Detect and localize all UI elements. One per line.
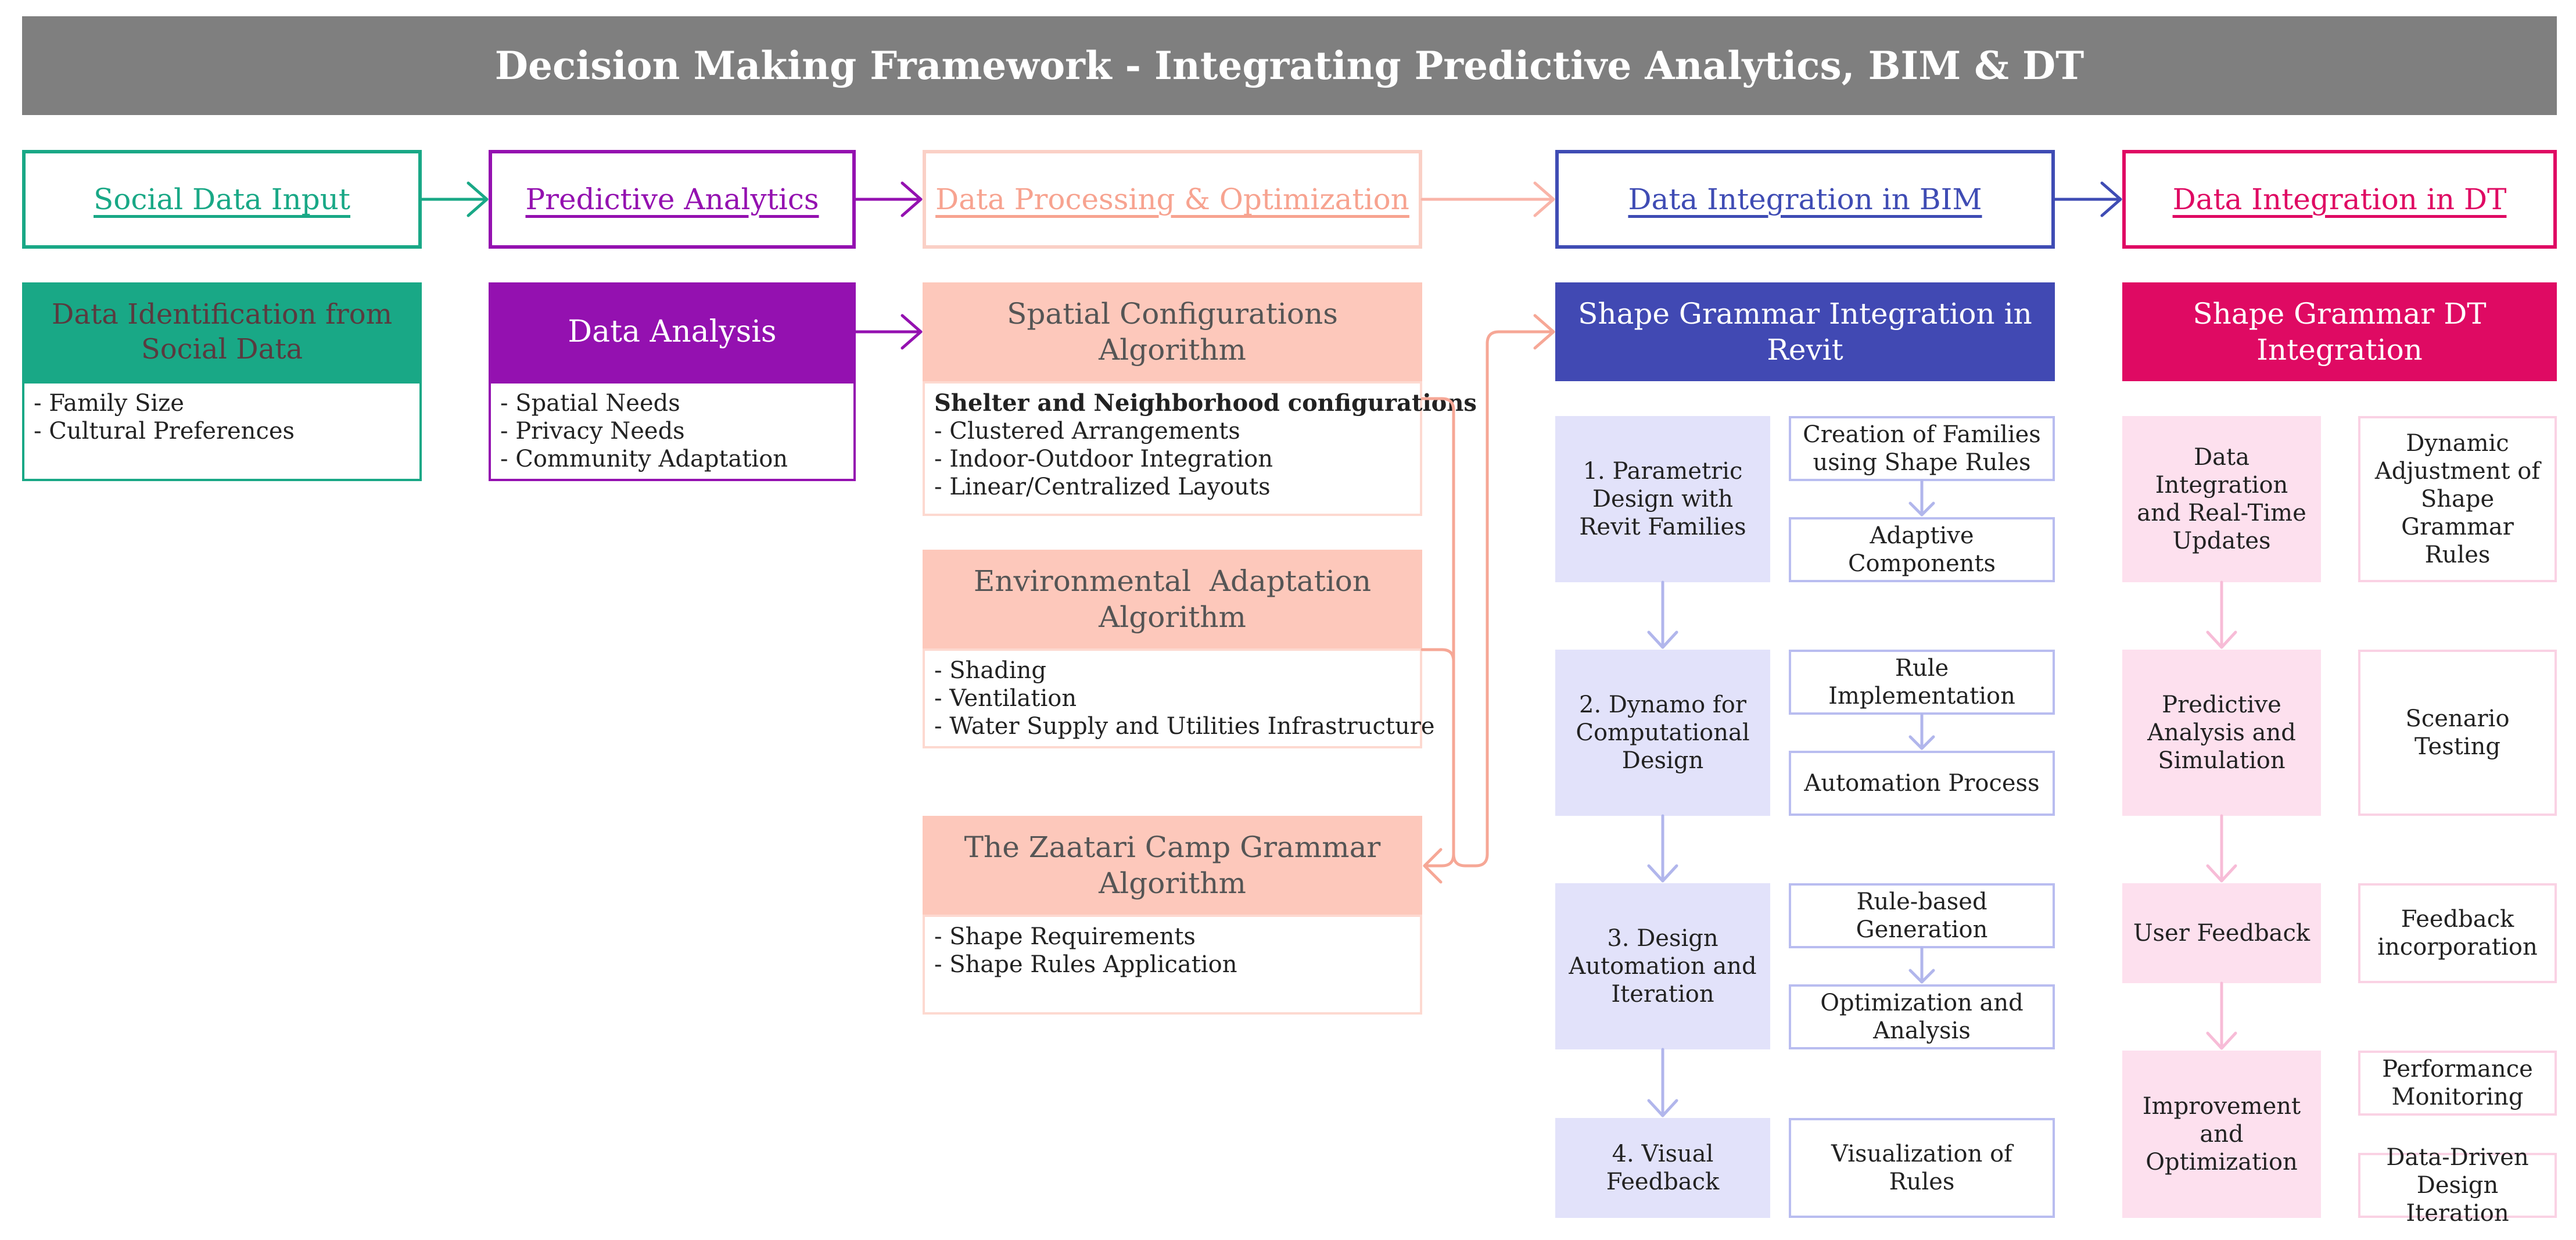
bim-step-3-text: 3. Design Automation and Iteration — [1569, 925, 1757, 1008]
list-item: - Shading — [934, 657, 1047, 684]
bim-step-4-text: 4. Visual Feedback — [1606, 1141, 1720, 1195]
dt-step-3-text: User Feedback — [2133, 920, 2310, 947]
bim-detail-text: Optimization and Analysis — [1820, 990, 2024, 1044]
arrow-bim-to-dt — [2053, 181, 2122, 217]
bim-detail-rule-gen: Rule-based Generation — [1789, 883, 2055, 948]
bim-step-2-text: 2. Dynamo for Computational Design — [1576, 691, 1750, 774]
data-analysis-header: Data Analysis — [489, 282, 856, 381]
stage-bim-integration[interactable]: Data Integration in BIM — [1555, 150, 2055, 249]
bim-detail-families: Creation of Families using Shape Rules — [1789, 416, 2055, 481]
list-item: - Cultural Preferences — [34, 418, 295, 445]
zaatari-header: The Zaatari Camp Grammar Algorithm — [923, 816, 1422, 915]
bim-detail-adaptive: Adaptive Components — [1789, 517, 2055, 582]
data-analysis-header-text: Data Analysis — [568, 314, 777, 349]
dt-detail-data-driven: Data-Driven Design Iteration — [2358, 1144, 2557, 1227]
bim-detail-rule-impl: Rule Implementation — [1789, 650, 2055, 715]
dt-detail-text: Scenario Testing — [2405, 705, 2510, 760]
stage-predictive-analytics[interactable]: Predictive Analytics — [489, 150, 856, 249]
list-item: - Spatial Needs — [500, 390, 680, 417]
social-data-header: Data Identification from Social Data — [22, 282, 422, 381]
list-item: - Community Adaptation — [500, 446, 788, 472]
bim-detail-text: Automation Process — [1804, 770, 2040, 797]
dt-step-2-text: Predictive Analysis and Simulation — [2147, 691, 2296, 774]
stage-processing-label: Data Processing & Optimization — [935, 182, 1409, 216]
dt-detail-text: Data-Driven Design Iteration — [2386, 1144, 2529, 1227]
dt-detail-text: Performance Monitoring — [2382, 1056, 2533, 1110]
bim-detail-text: Adaptive Components — [1847, 522, 1996, 577]
arrow-analysis-to-spatial — [854, 314, 923, 350]
bim-step-1-text: 1. Parametric Design with Revit Families — [1579, 458, 1746, 540]
bim-header: Shape Grammar Integration in Revit — [1555, 282, 2055, 381]
title-bar: Decision Making Framework - Integrating … — [22, 16, 2557, 115]
bim-step-2: 2. Dynamo for Computational Design — [1555, 650, 1770, 816]
stage-data-processing[interactable]: Data Processing & Optimization — [923, 150, 1422, 249]
spatial-config-body: Shelter and Neighborhood configurations … — [923, 381, 1477, 516]
bim-detail-text: Visualization of Rules — [1831, 1141, 2012, 1195]
spatial-config-header: Spatial Configurations Algorithm — [923, 282, 1422, 381]
environmental-header-text: Environmental Adaptation Algorithm — [973, 564, 1381, 635]
bim-header-text: Shape Grammar Integration in Revit — [1578, 296, 2032, 367]
dt-step-1: Data Integration and Real-Time Updates — [2122, 416, 2321, 582]
list-item: - Linear/Centralized Layouts — [934, 474, 1271, 500]
bim-detail-text: Rule Implementation — [1828, 655, 2015, 709]
arrow-processing-to-bim — [1420, 181, 1555, 217]
dt-detail-feedback: Feedback incorporation — [2358, 883, 2557, 983]
social-data-body: - Family Size - Cultural Preferences — [22, 381, 422, 481]
environmental-body: - Shading - Ventilation - Water Supply a… — [923, 648, 1435, 748]
zaatari-body: - Shape Requirements - Shape Rules Appli… — [923, 915, 1422, 1015]
zaatari-header-text: The Zaatari Camp Grammar Algorithm — [964, 830, 1381, 901]
list-item: - Privacy Needs — [500, 418, 685, 445]
bim-detail-visualization: Visualization of Rules — [1789, 1118, 2055, 1218]
arrow-social-to-predictive — [420, 181, 489, 217]
stage-social-data-input[interactable]: Social Data Input — [22, 150, 422, 249]
bim-step-1: 1. Parametric Design with Revit Families — [1555, 416, 1770, 582]
spatial-config-header-text: Spatial Configurations Algorithm — [1007, 296, 1338, 367]
bim-detail-optimization: Optimization and Analysis — [1789, 984, 2055, 1049]
stage-dt-label: Data Integration in DT — [2172, 182, 2507, 216]
stage-dt-integration[interactable]: Data Integration in DT — [2122, 150, 2557, 249]
dt-detail-dynamic: Dynamic Adjustment of Shape Grammar Rule… — [2358, 416, 2557, 582]
dt-step-4-text: Improvement and Optimization — [2142, 1093, 2301, 1176]
list-item: - Indoor-Outdoor Integration — [934, 446, 1273, 472]
dt-header: Shape Grammar DT Integration — [2122, 282, 2557, 381]
environmental-header: Environmental Adaptation Algorithm — [923, 550, 1422, 648]
list-item: - Water Supply and Utilities Infrastruct… — [934, 713, 1435, 740]
list-item: - Clustered Arrangements — [934, 418, 1240, 445]
stage-social-label: Social Data Input — [94, 182, 350, 216]
data-analysis-body: - Spatial Needs - Privacy Needs - Commun… — [489, 381, 856, 481]
bim-detail-text: Creation of Families using Shape Rules — [1803, 421, 2041, 476]
dt-detail-performance: Performance Monitoring — [2358, 1051, 2557, 1116]
dt-header-text: Shape Grammar DT Integration — [2193, 296, 2487, 367]
list-item: - Ventilation — [934, 685, 1077, 712]
dt-detail-scenario: Scenario Testing — [2358, 650, 2557, 816]
dt-step-2: Predictive Analysis and Simulation — [2122, 650, 2321, 816]
list-item: - Shape Requirements — [934, 923, 1196, 950]
page-title: Decision Making Framework - Integrating … — [494, 43, 2085, 88]
list-item: - Family Size — [34, 390, 184, 417]
bim-detail-automation: Automation Process — [1789, 751, 2055, 816]
list-item: - Shape Rules Application — [934, 951, 1237, 978]
arrow-predictive-to-processing — [854, 181, 923, 217]
bold-line: Shelter and Neighborhood configurations — [934, 389, 1477, 417]
dt-detail-text: Dynamic Adjustment of Shape Grammar Rule… — [2374, 430, 2541, 568]
stage-bim-label: Data Integration in BIM — [1628, 182, 1982, 216]
dt-detail-text: Feedback incorporation — [2377, 906, 2538, 961]
bim-step-4: 4. Visual Feedback — [1555, 1118, 1770, 1218]
dt-step-4: Improvement and Optimization — [2122, 1051, 2321, 1218]
bim-detail-text: Rule-based Generation — [1856, 888, 1988, 943]
social-data-header-text: Data Identification from Social Data — [51, 298, 393, 365]
stage-predictive-label: Predictive Analytics — [525, 182, 819, 216]
dt-step-3: User Feedback — [2122, 883, 2321, 983]
bim-step-3: 3. Design Automation and Iteration — [1555, 883, 1770, 1049]
dt-step-1-text: Data Integration and Real-Time Updates — [2137, 444, 2306, 554]
